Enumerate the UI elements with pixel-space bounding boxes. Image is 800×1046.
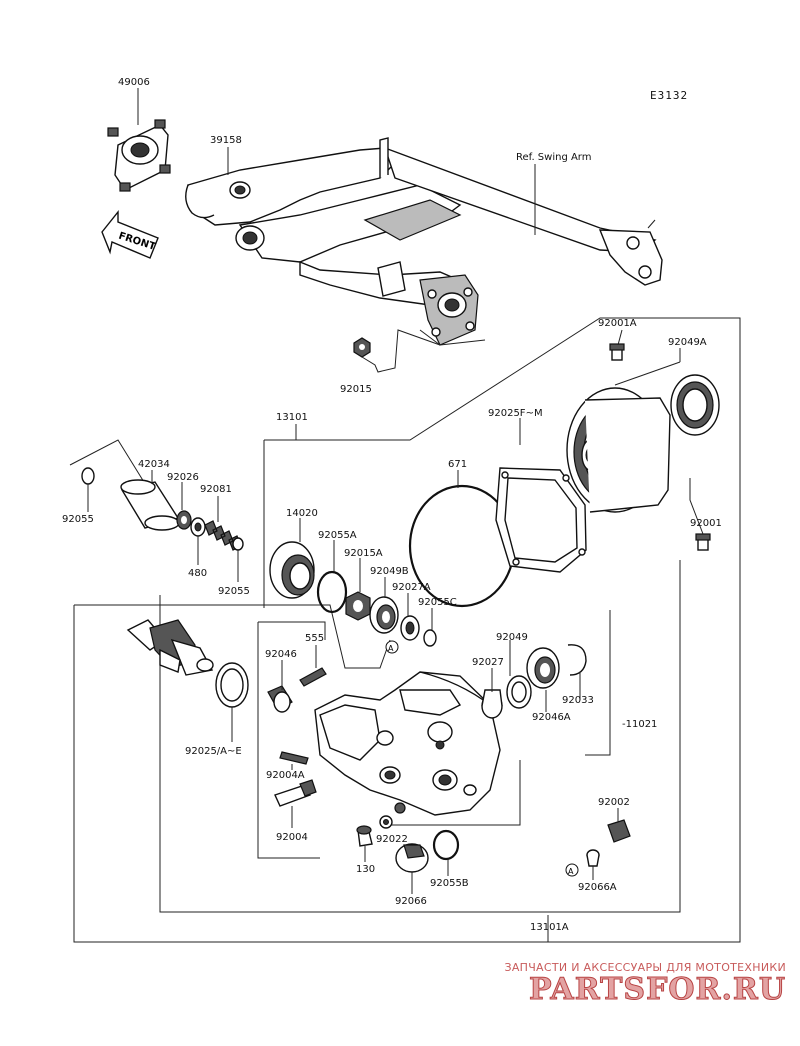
part-92049A-drawing [670,374,720,436]
label-42034: 42034 [138,459,170,470]
label-92055C: 92055C [418,597,457,608]
label-49006: 49006 [118,77,150,88]
part-92002-drawing [607,819,631,843]
part-92015A-drawing [345,591,371,621]
watermark: ЗАПЧАСТИ И АКСЕССУАРЫ ДЛЯ МОТОТЕХНИКИ PA… [504,961,786,1006]
label-92046: 92046 [265,649,297,660]
part-gasket-drawing [495,467,587,573]
part-92015-drawing [353,337,371,358]
part-92001A-drawing [609,343,625,361]
ring-gear-drawing [566,387,671,513]
label-92004: 92004 [276,832,308,843]
label-14020: 14020 [286,508,318,519]
label-92025FM: 92025F~M [488,408,543,419]
swing-arm-drawing [185,137,663,346]
label-92001: 92001 [690,518,722,529]
part-92055-ring-drawing [232,537,244,551]
label-671: 671 [448,459,467,470]
part-92026-drawing [176,510,192,530]
part-480-drawing [190,517,206,537]
part-92049-drawing [506,675,532,709]
label-92015: 92015 [340,384,372,395]
part-92001-drawing [695,533,711,551]
part-92033-circlip-drawing [567,644,587,676]
part-14020-drawing [269,541,315,599]
final-gear-case-drawing [314,671,501,816]
label-92081: 92081 [200,484,232,495]
part-92027A-drawing [400,615,420,641]
marker-a-upper: A [385,640,399,654]
part-92049B-drawing [369,596,399,634]
part-92055B-drawing [432,829,460,861]
label-92066: 92066 [395,896,427,907]
marker-a-lower: A [565,863,579,877]
part-92004-drawing [274,779,317,807]
label-130: 130 [356,864,375,875]
label-92055-b: 92055 [218,586,250,597]
part-92025AE-drawing [215,662,249,708]
front-arrow-icon: FRONT [101,210,159,259]
label-39158: 39158 [210,135,242,146]
label-92022: 92022 [376,834,408,845]
label-92066A: 92066A [578,882,617,893]
svg-text:A: A [568,867,574,876]
label-92055B: 92055B [430,878,469,889]
diagram-ref-code: E3132 [650,89,688,102]
label-92004A: 92004A [266,770,305,781]
pinion-shaft-drawing [126,619,214,676]
label-13101: 13101 [276,412,308,423]
part-92055C-drawing [423,629,437,647]
part-92066A-drawing [586,849,600,867]
label-92015A: 92015A [344,548,383,559]
label-92025AE: 92025/A~E [185,746,242,757]
label-92049B: 92049B [370,566,409,577]
label-11021: -11021 [622,719,657,730]
label-92001A: 92001A [598,318,637,329]
part-42034-drawing [120,479,180,531]
label-92055-left: 92055 [62,514,94,525]
part-92004A-drawing [279,751,309,765]
label-92055A: 92055A [318,530,357,541]
label-92046A: 92046A [532,712,571,723]
part-92022-drawing [379,802,406,829]
watermark-logo: PARTSFOR.RU [529,972,786,1007]
part-92027-drawing [481,689,503,719]
label-92026: 92026 [167,472,199,483]
part-92055A-drawing [316,570,348,614]
label-92027A: 92027A [392,582,431,593]
label-ref-swing-arm: Ref. Swing Arm [516,152,592,163]
part-130-drawing [356,825,373,847]
label-92049A: 92049A [668,337,707,348]
part-555-drawing [299,667,327,687]
label-13101A: 13101A [530,922,569,933]
label-92027: 92027 [472,657,504,668]
svg-text:A: A [388,644,394,653]
label-92002: 92002 [598,797,630,808]
part-49006-drawing [107,119,171,192]
part-92066-drawing [395,843,429,873]
label-92033: 92033 [562,695,594,706]
part-92046A-drawing [526,647,560,689]
watermark-tagline: ЗАПЧАСТИ И АКСЕССУАРЫ ДЛЯ МОТОТЕХНИКИ [504,961,786,974]
label-92049: 92049 [496,632,528,643]
label-555: 555 [305,633,324,644]
part-92046-drawing [267,685,293,713]
part-92055-clip-drawing [81,467,95,485]
part-92081-spring-drawing [204,520,242,551]
label-480: 480 [188,568,207,579]
